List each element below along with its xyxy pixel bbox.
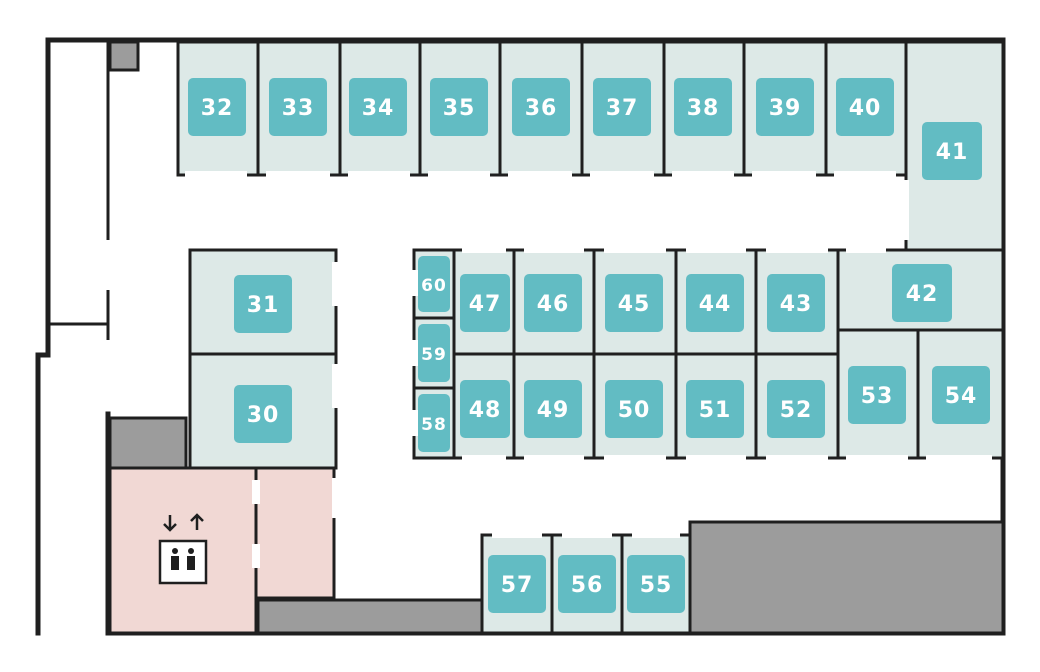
- unit-number: 59: [421, 345, 447, 365]
- unit-number: 40: [849, 96, 882, 121]
- unit-number: 44: [699, 292, 732, 317]
- unit-number: 35: [443, 96, 476, 121]
- unit-number: 43: [780, 292, 813, 317]
- unit-42[interactable]: 42: [836, 248, 1005, 332]
- unit-number: 53: [861, 384, 894, 409]
- up-down-arrows-icon: [163, 513, 204, 532]
- unit-37[interactable]: 37: [580, 40, 666, 177]
- unit-34[interactable]: 34: [338, 40, 422, 177]
- unit-number: 37: [606, 96, 639, 121]
- unit-50[interactable]: 50: [592, 352, 678, 460]
- unit-43[interactable]: 43: [754, 248, 840, 356]
- elevator-area-walls: [252, 480, 260, 568]
- left-block-doors: [332, 262, 340, 518]
- unit-number: 54: [945, 384, 978, 409]
- unit-number: 46: [537, 292, 570, 317]
- unit-number: 60: [421, 276, 447, 296]
- unit-52[interactable]: 52: [754, 352, 840, 460]
- unit-number: 41: [936, 140, 969, 165]
- unit-47[interactable]: 47: [452, 248, 516, 356]
- unit-number: 45: [618, 292, 651, 317]
- unit-number: 51: [699, 398, 732, 423]
- unit-number: 31: [247, 293, 280, 318]
- unit-number: 39: [769, 96, 802, 121]
- unit-40[interactable]: 40: [824, 40, 908, 177]
- unit-number: 49: [537, 398, 570, 423]
- unit-number: 42: [906, 282, 939, 307]
- unit-33[interactable]: 33: [256, 40, 342, 177]
- unit-number: 48: [469, 398, 502, 423]
- elevator-icon: [158, 539, 208, 585]
- unit-number: 56: [571, 573, 604, 598]
- unit-number: 32: [201, 96, 234, 121]
- unit-number: 33: [282, 96, 315, 121]
- unit-36[interactable]: 36: [498, 40, 584, 177]
- middle-block-doors: [410, 246, 992, 462]
- unit-56[interactable]: 56: [550, 533, 624, 635]
- bottom-row-doors: [492, 531, 680, 538]
- unit-31[interactable]: 31: [188, 248, 338, 356]
- unit-45[interactable]: 45: [592, 248, 678, 356]
- unit-58[interactable]: 58: [412, 386, 456, 460]
- unit-number: 58: [421, 415, 447, 435]
- unit-32[interactable]: 32: [176, 40, 260, 177]
- unit-38[interactable]: 38: [662, 40, 746, 177]
- unit-48[interactable]: 48: [452, 352, 516, 460]
- unit-number: 38: [687, 96, 720, 121]
- unit-number: 36: [525, 96, 558, 121]
- unit-number: 34: [362, 96, 395, 121]
- unit-53[interactable]: 53: [836, 328, 920, 460]
- unit-55[interactable]: 55: [620, 533, 692, 635]
- unit-59[interactable]: 59: [412, 316, 456, 390]
- unit-30[interactable]: 30: [188, 352, 338, 470]
- unit-number: 30: [247, 403, 280, 428]
- elevator-area: [108, 466, 336, 635]
- unit-number: 55: [640, 573, 673, 598]
- unit-49[interactable]: 49: [512, 352, 596, 460]
- top-row-doors: [185, 171, 909, 240]
- unit-39[interactable]: 39: [742, 40, 828, 177]
- unit-number: 50: [618, 398, 651, 423]
- unit-46[interactable]: 46: [512, 248, 596, 356]
- unit-54[interactable]: 54: [916, 328, 1005, 460]
- unit-35[interactable]: 35: [418, 40, 502, 177]
- unit-44[interactable]: 44: [674, 248, 758, 356]
- unit-number: 57: [501, 573, 534, 598]
- unit-57[interactable]: 57: [480, 533, 554, 635]
- unit-51[interactable]: 51: [674, 352, 758, 460]
- unit-41[interactable]: 41: [904, 40, 1005, 252]
- unit-number: 52: [780, 398, 813, 423]
- unit-60[interactable]: 60: [412, 248, 456, 320]
- unit-number: 47: [469, 292, 502, 317]
